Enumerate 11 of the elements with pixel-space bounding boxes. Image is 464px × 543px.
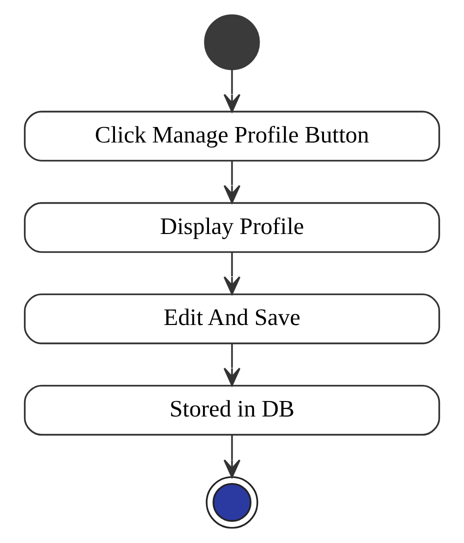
node-box: Display Profile xyxy=(24,202,440,253)
arrow xyxy=(224,70,240,112)
node-circle xyxy=(204,14,260,70)
node-box: Stored in DB xyxy=(24,384,440,436)
node-circle xyxy=(206,476,258,529)
arrow xyxy=(224,252,240,295)
node-box: Edit And Save xyxy=(24,294,440,344)
arrow xyxy=(224,344,240,386)
arrow xyxy=(224,160,240,204)
arrow xyxy=(224,434,240,478)
node-box: Click Manage Profile Button xyxy=(24,110,440,162)
